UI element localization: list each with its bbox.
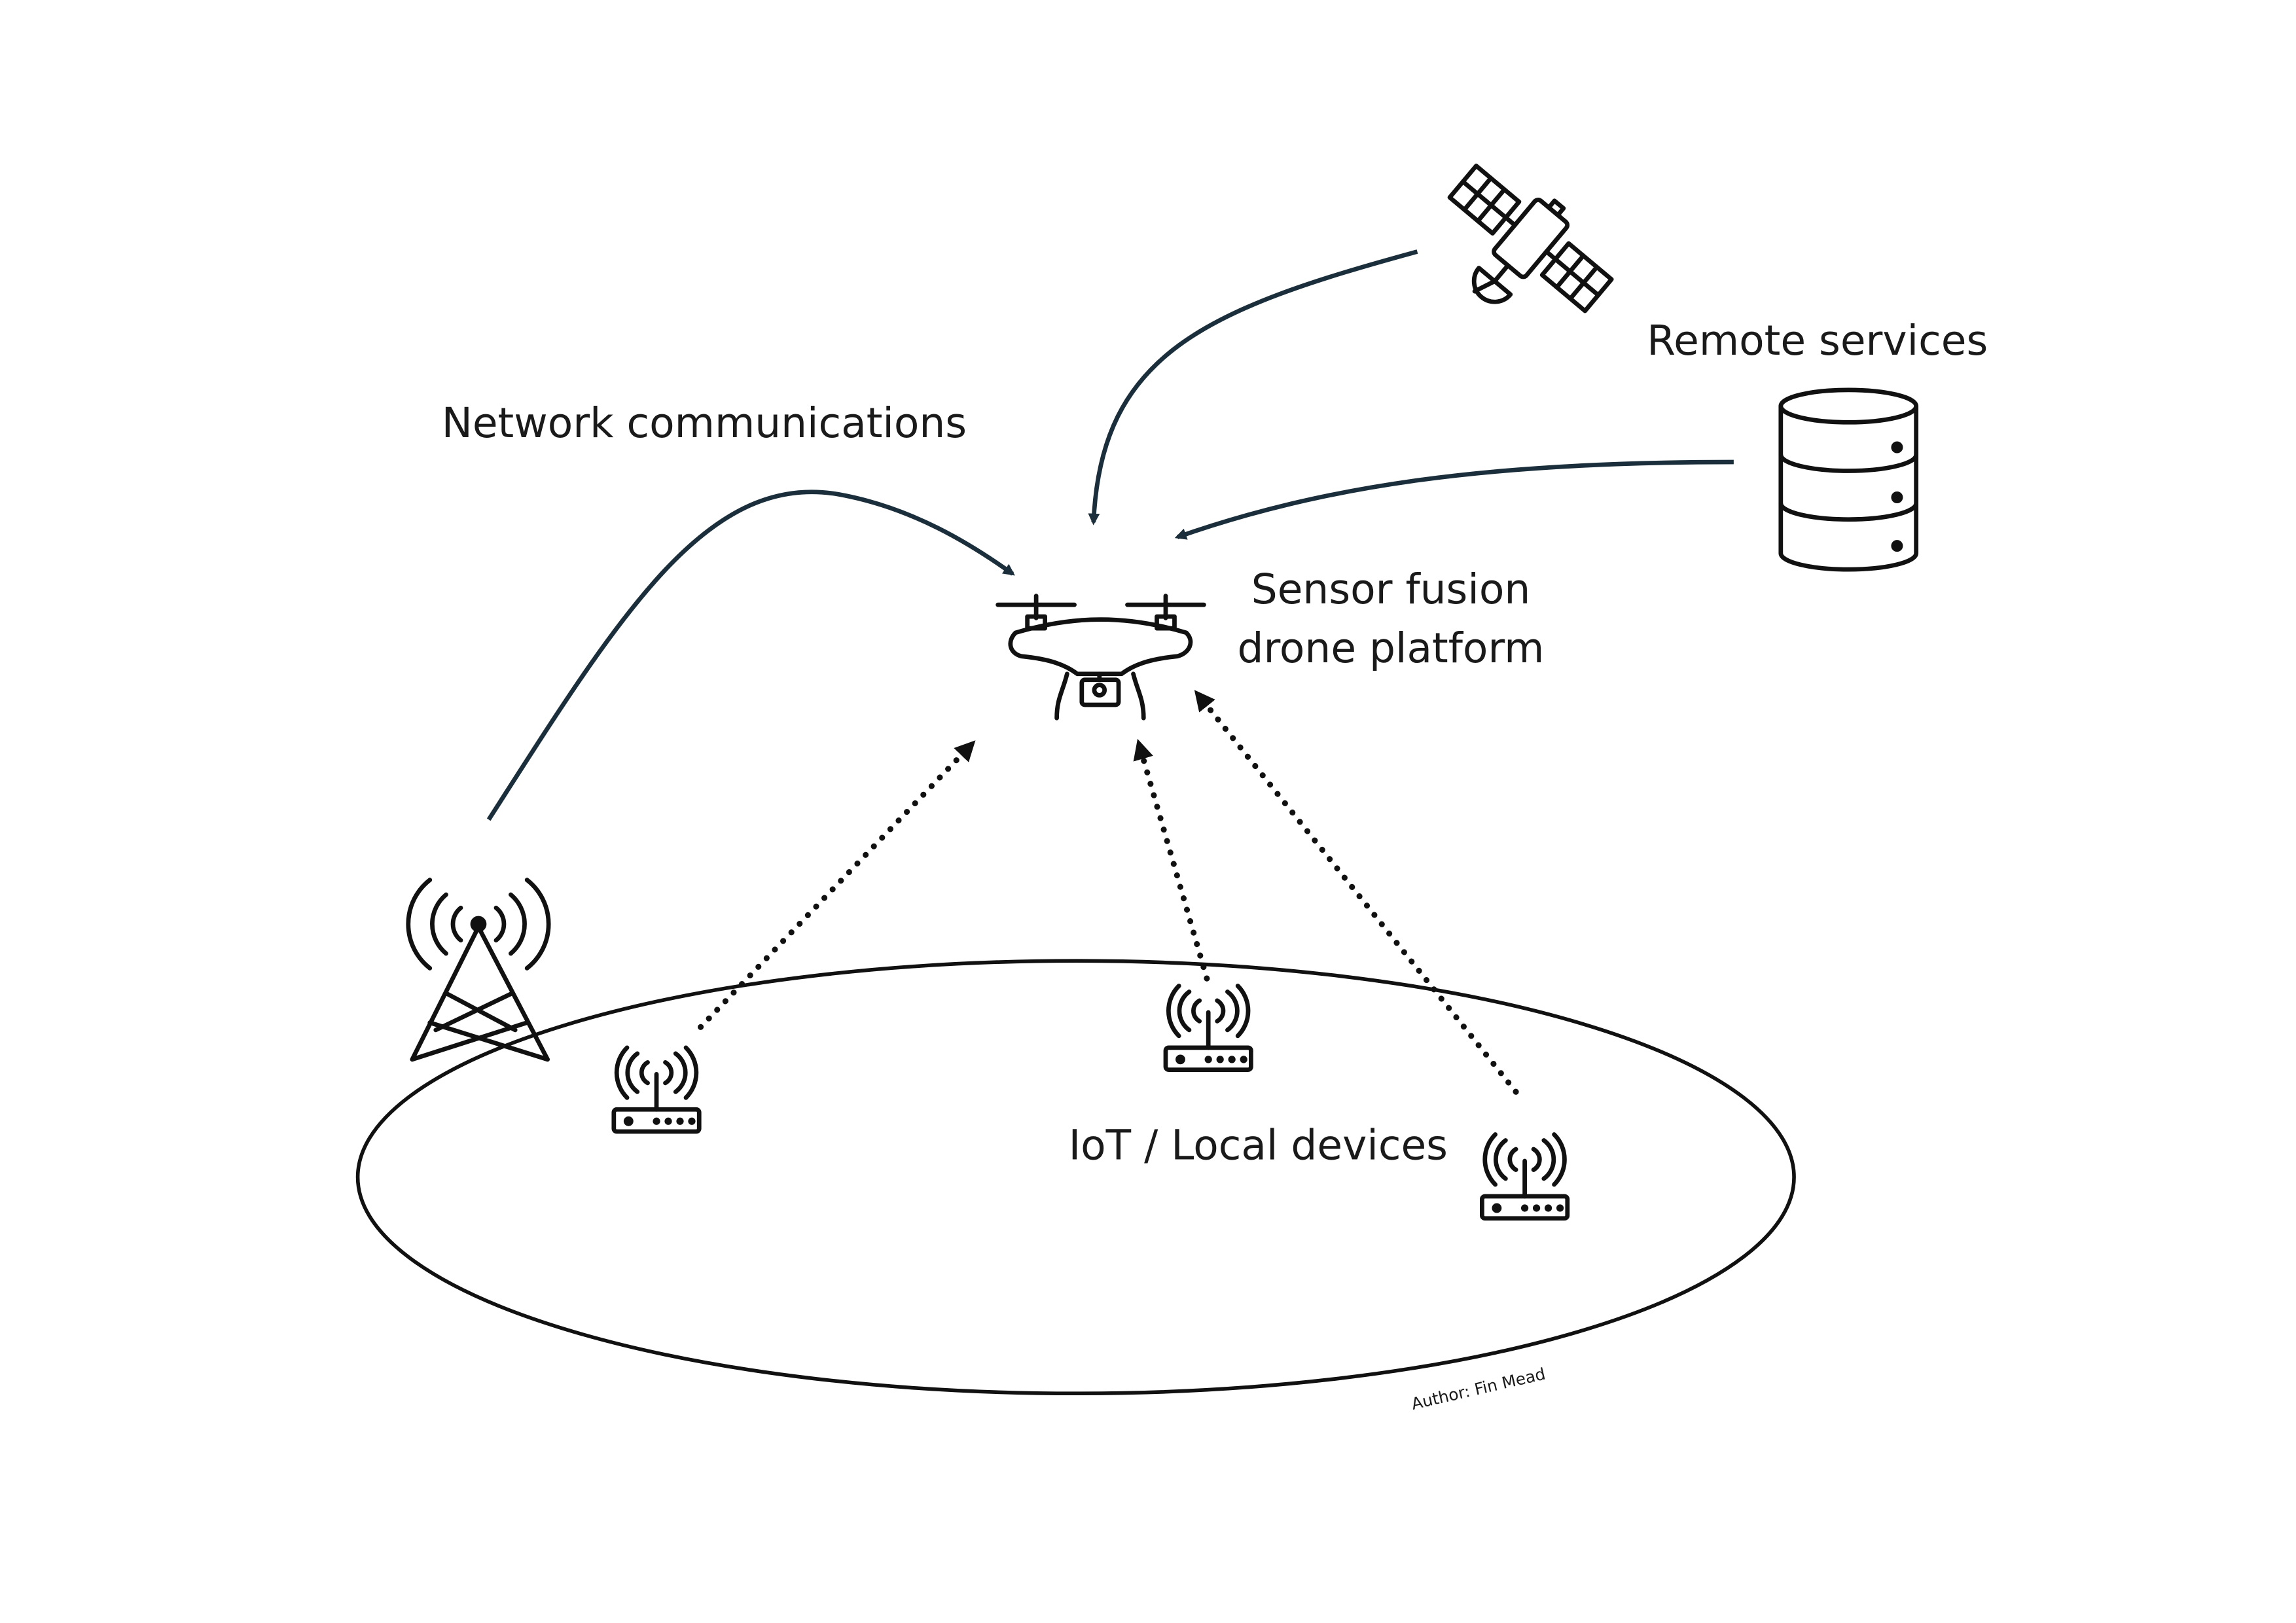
drone-icon — [996, 594, 1206, 721]
remote-services-label: Remote services — [1647, 317, 1988, 365]
router-icon — [1480, 1132, 1570, 1221]
remote-services-link-arrow — [1174, 459, 1734, 540]
network-communications-label: Network communications — [442, 399, 967, 447]
drone-platform-label-line1: Sensor fusion — [1251, 565, 1530, 613]
satellite-icon — [1447, 164, 1614, 313]
router-icon — [611, 1045, 702, 1134]
router-icon — [1163, 984, 1253, 1072]
database-icon — [1778, 387, 1919, 572]
local-area-ellipse — [355, 959, 1796, 1396]
satellite-link-arrow — [1088, 249, 1418, 526]
network-link-arrow — [486, 490, 1015, 821]
iot-link-arrow-2 — [1133, 739, 1210, 982]
cell-tower-icon — [406, 878, 551, 1062]
iot-local-devices-label: IoT / Local devices — [1069, 1122, 1448, 1169]
author-credit: Author: Fin Mead — [1410, 1364, 1547, 1414]
iot-link-arrow-3 — [1194, 690, 1519, 1095]
iot-link-arrow-1 — [697, 740, 976, 1030]
drone-platform-label-line2: drone platform — [1237, 624, 1544, 672]
